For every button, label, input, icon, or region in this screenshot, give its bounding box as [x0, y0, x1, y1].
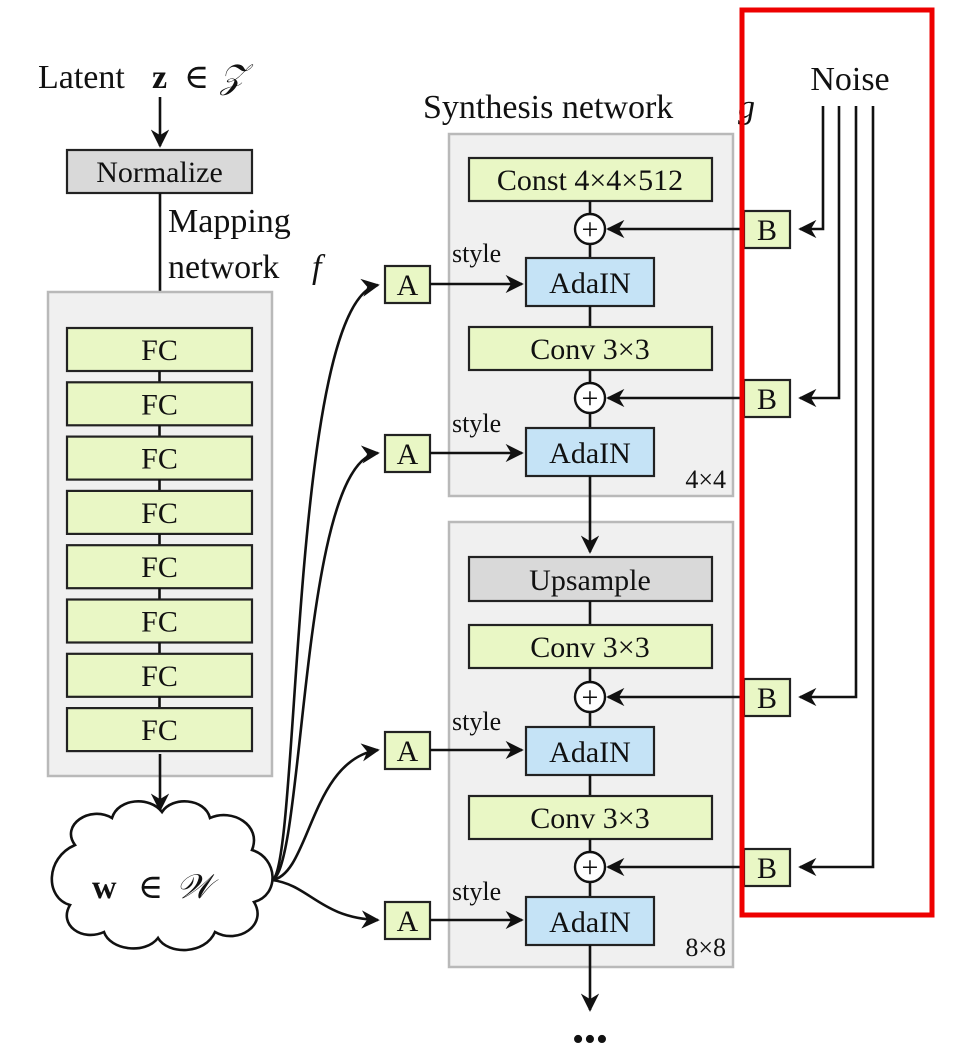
- adain-box-1: [524, 256, 656, 308]
- noise-line-2: [798, 106, 841, 408]
- fc-label-8: FC: [141, 714, 178, 747]
- affine-a-label-4: A: [397, 905, 419, 938]
- svg-text:+: +: [582, 851, 599, 884]
- fc-label-6: FC: [141, 606, 178, 639]
- latent-label: Latent z ∈ 𝒵: [38, 59, 254, 96]
- affine-a-label-3: A: [397, 735, 419, 768]
- const-box: [467, 156, 714, 203]
- upsample-label: Upsample: [529, 564, 651, 597]
- mapping-line2: network: [168, 249, 279, 286]
- synthesis-title: Synthesis network g: [423, 89, 755, 126]
- affine-a-label-1: A: [397, 269, 419, 302]
- svg-text:+: +: [582, 213, 599, 246]
- plus-node-4: +: [573, 850, 607, 884]
- noise-title: Noise: [810, 61, 889, 98]
- synthesis-title-text: Synthesis network: [423, 89, 673, 126]
- affine-a-box-3: [383, 730, 432, 771]
- fc-label-7: FC: [141, 660, 178, 693]
- w-to-a3-curve: [271, 743, 380, 882]
- plus-node-1: +: [573, 212, 607, 246]
- noise-highlight-box: [739, 7, 935, 918]
- ellipsis: •••: [572, 1021, 608, 1058]
- plus-node-3: +: [573, 680, 607, 714]
- noise-line-1: [798, 106, 825, 239]
- w-to-a1-curve: [271, 278, 380, 882]
- latent-space: 𝒵: [219, 59, 254, 96]
- conv-label-3: Conv 3×3: [530, 802, 649, 835]
- adain-box-4: [524, 895, 656, 947]
- adain-label-1: AdaIN: [549, 267, 631, 300]
- conv-box-2: [467, 623, 714, 670]
- noise-b-box-3: [742, 677, 792, 718]
- noise-line-4: [798, 106, 875, 877]
- noise-b-box-2: [742, 378, 792, 419]
- affine-a-box-2: [383, 433, 432, 474]
- latent-prefix: Latent: [38, 59, 125, 96]
- mapping-network-label: Mapping network f: [168, 203, 326, 286]
- adain-label-4: AdaIN: [549, 906, 631, 939]
- affine-a-label-2: A: [397, 438, 419, 471]
- w-in: ∈: [138, 869, 163, 906]
- fc-box-3: [65, 435, 254, 481]
- fc-box-5: [65, 544, 254, 590]
- noise-b-box-1: [742, 209, 792, 250]
- noise-b-label-4: B: [757, 852, 777, 885]
- upsample-box: [467, 555, 714, 603]
- latent-in: ∈: [184, 59, 209, 96]
- conv-box-1: [467, 325, 714, 372]
- w-label: w ∈ 𝒲: [92, 869, 219, 906]
- fc-label-4: FC: [141, 497, 178, 530]
- style-label-4: style: [452, 877, 501, 906]
- fc-stack: FC FC FC FC FC FC FC FC: [65, 326, 254, 753]
- adain-label-3: AdaIN: [549, 736, 631, 769]
- style-label-3: style: [452, 707, 501, 736]
- adain-label-2: AdaIN: [549, 437, 631, 470]
- style-label-1: style: [452, 239, 501, 268]
- w-cloud: [50, 800, 274, 952]
- noise-b-label-1: B: [757, 214, 777, 247]
- resolution-label-4x4: 4×4: [685, 465, 726, 494]
- plus-node-2: +: [573, 381, 607, 415]
- normalize-label: Normalize: [96, 156, 223, 189]
- mapping-line1: Mapping: [168, 203, 291, 240]
- svg-text:+: +: [582, 382, 599, 415]
- w-symbol: w: [92, 869, 117, 906]
- affine-a-box-1: [383, 264, 432, 305]
- fc-label-5: FC: [141, 551, 178, 584]
- fc-box-1: [65, 326, 254, 373]
- svg-text:+: +: [582, 681, 599, 714]
- resolution-label-8x8: 8×8: [685, 933, 726, 962]
- w-to-a4-curve: [271, 878, 380, 929]
- const-label: Const 4×4×512: [497, 164, 683, 197]
- fc-box-6: [65, 598, 254, 644]
- fc-label-2: FC: [141, 388, 178, 421]
- conv-label-1: Conv 3×3: [530, 333, 649, 366]
- conv-label-2: Conv 3×3: [530, 631, 649, 664]
- latent-z: z: [152, 59, 167, 96]
- fc-box-4: [65, 489, 254, 535]
- mapping-f: f: [312, 249, 326, 286]
- fc-label-3: FC: [141, 443, 178, 476]
- noise-line-3: [798, 106, 858, 707]
- fc-label-1: FC: [141, 334, 178, 367]
- noise-b-label-2: B: [757, 383, 777, 416]
- noise-b-label-3: B: [757, 682, 777, 715]
- fc-box-8: [65, 706, 254, 753]
- w-to-a2-curve: [271, 445, 380, 882]
- style-label-2: style: [452, 409, 501, 438]
